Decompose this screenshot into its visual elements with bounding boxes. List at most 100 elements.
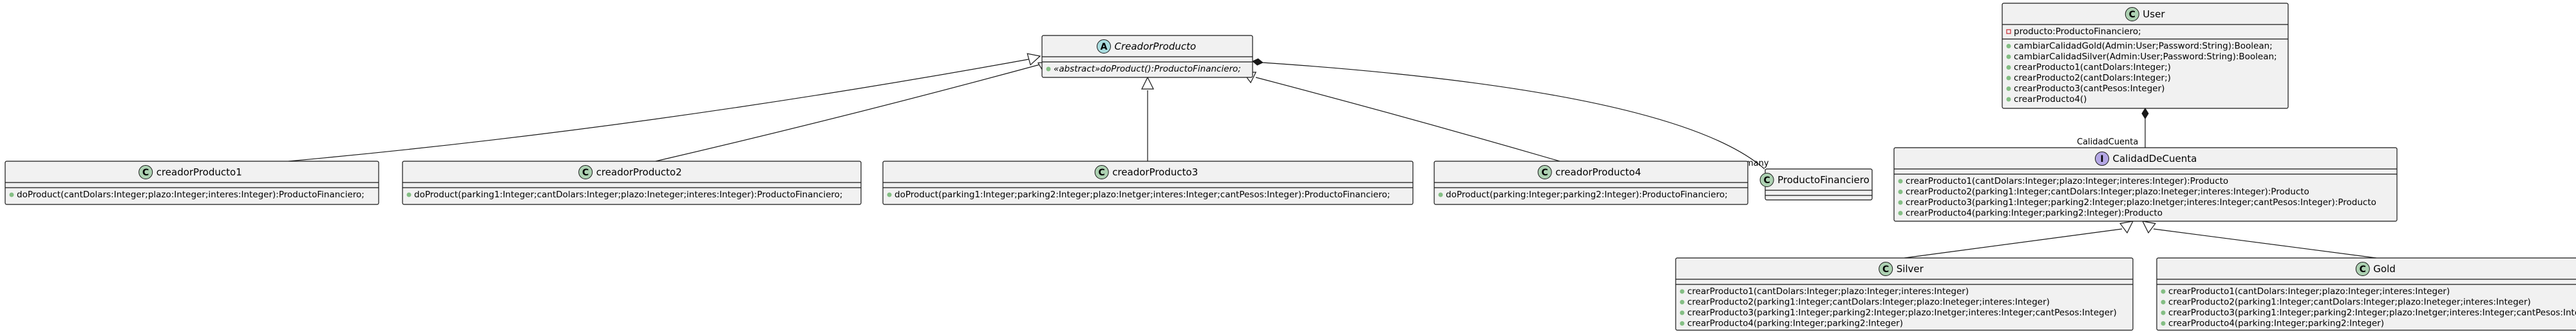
public-method-icon (1898, 200, 1903, 205)
public-method-icon (2006, 44, 2011, 48)
public-method-icon (2161, 289, 2166, 294)
class-creadorProducto[interactable]: A CreadorProducto «abstract»doProduct():Pr… (1041, 35, 1253, 78)
field-text: producto:ProductoFinanciero; (2014, 26, 2141, 37)
relation-r2 (655, 61, 1052, 162)
class-box (1893, 147, 2398, 222)
relation-r1 (288, 53, 1041, 162)
method-text: cambiarCalidadSilver(Admin:User;Password… (2014, 52, 2277, 62)
public-method-icon (1898, 190, 1903, 194)
inheritance-arrowhead-icon (2141, 221, 2156, 234)
class-name: creadorProducto3 (1112, 166, 1198, 178)
class-badge-icon (1879, 262, 1893, 276)
class-badge-icon (1759, 173, 1774, 187)
inheritance-line (2153, 228, 2377, 259)
class-badge-icon (1094, 165, 1109, 179)
badge-letter: I (2100, 154, 2103, 164)
class-badge-icon (1537, 165, 1552, 179)
method-text: crearProducto1(cantDolars:Integer;plazo:… (1687, 286, 1969, 297)
public-method-icon (1680, 300, 1685, 304)
public-method-icon (2006, 75, 2011, 81)
badge-letter: C (582, 168, 589, 178)
badge-letter: C (1882, 264, 1889, 275)
class-name: Gold (2373, 263, 2396, 275)
class-calidadDeCuenta[interactable]: I CalidadDeCuenta crearProducto1(cantDolar… (1893, 147, 2398, 222)
relation-r3 (1141, 76, 1154, 161)
public-method-icon (1438, 192, 1443, 197)
composition-diamond-icon (1252, 58, 1264, 66)
composition-line (1262, 62, 1765, 170)
badge-letter: C (2129, 10, 2136, 20)
public-method-icon (1898, 211, 1903, 215)
badge-letter: C (1542, 168, 1548, 178)
public-method-icon (406, 192, 412, 197)
method-text: crearProducto4(parking:Integer;parking2:… (1687, 319, 1903, 329)
relation-r6: CalidadCuenta (2077, 108, 2149, 148)
public-method-icon (1680, 289, 1685, 294)
class-name: creadorProducto2 (596, 166, 682, 178)
class-name: creadorProducto1 (156, 166, 242, 178)
public-method-icon (2161, 321, 2166, 326)
classes-layer: A CreadorProducto «abstract»doProduct():Pr… (5, 3, 2576, 331)
class-box (2156, 257, 2576, 331)
class-badge-icon (2355, 262, 2370, 276)
method-text: crearProducto3(parking1:Integer;parking2… (2168, 308, 2576, 318)
public-method-icon (1046, 66, 1051, 72)
public-method-icon (887, 192, 892, 197)
method-text: crearProducto4() (2014, 94, 2087, 104)
class-name: CalidadDeCuenta (2113, 153, 2197, 164)
method-text: crearProducto2(cantDolars:Integer;) (2014, 73, 2171, 83)
public-method-icon (2006, 54, 2011, 59)
class-name: User (2143, 8, 2165, 20)
badge-letter: C (142, 168, 149, 178)
abstract-badge-icon (1097, 39, 1111, 54)
method-text: crearProducto1(cantDolars:Integer;plazo:… (2168, 286, 2450, 297)
multiplicity-label: CalidadCuenta (2077, 137, 2138, 147)
interface-badge-icon (2095, 152, 2109, 166)
badge-letter: C (1763, 175, 1770, 186)
badge-letter: A (1101, 42, 1108, 52)
class-name: creadorProducto4 (1555, 166, 1641, 178)
relation-r5: many (1252, 58, 1769, 170)
method-text: crearProducto3(parking1:Integer;parking2… (1906, 197, 2376, 208)
public-method-icon (1898, 179, 1903, 184)
inheritance-arrowhead-icon (2119, 221, 2134, 234)
method-text: crearProducto2(parking1:Integer;cantDola… (1906, 187, 2309, 197)
method-text: doProduct(parking1:Integer;parking2:Inte… (895, 190, 1390, 200)
class-name: CreadorProducto (1115, 41, 1197, 52)
method-text: crearProducto3(cantPesos:Integer) (2014, 84, 2164, 94)
class-box (2002, 3, 2289, 109)
method-text: crearProducto1(cantDolars:Integer;plazo:… (1906, 176, 2228, 186)
public-method-icon (2161, 310, 2166, 315)
method-text: «abstract»doProduct():ProductoFinanciero… (1054, 64, 1241, 74)
class-box (1675, 257, 2134, 331)
badge-letter: C (1099, 168, 1105, 178)
inheritance-line (655, 64, 1041, 162)
inheritance-line (1904, 228, 2123, 259)
method-text: crearProducto4(parking:Integer;parking2:… (2168, 319, 2384, 329)
inheritance-line (288, 59, 1029, 162)
method-text: doProduct(parking:Integer;parking2:Integ… (1446, 190, 1728, 200)
private-field-icon (2006, 29, 2011, 34)
multiplicity-label: many (1745, 159, 1769, 168)
method-text: crearProducto1(cantDolars:Integer;) (2014, 63, 2171, 73)
method-text: crearProducto4(parking:Integer;parking2:… (1906, 208, 2163, 219)
relation-r8 (2141, 221, 2377, 259)
class-badge-icon (2125, 7, 2139, 21)
class-badge-icon (138, 165, 153, 179)
public-method-icon (1680, 310, 1685, 315)
relation-r7 (1904, 221, 2134, 259)
public-method-icon (2161, 300, 2166, 304)
class-badge-icon (578, 165, 593, 179)
public-method-icon (2006, 97, 2011, 102)
public-method-icon (9, 192, 14, 197)
public-method-icon (2006, 86, 2011, 91)
